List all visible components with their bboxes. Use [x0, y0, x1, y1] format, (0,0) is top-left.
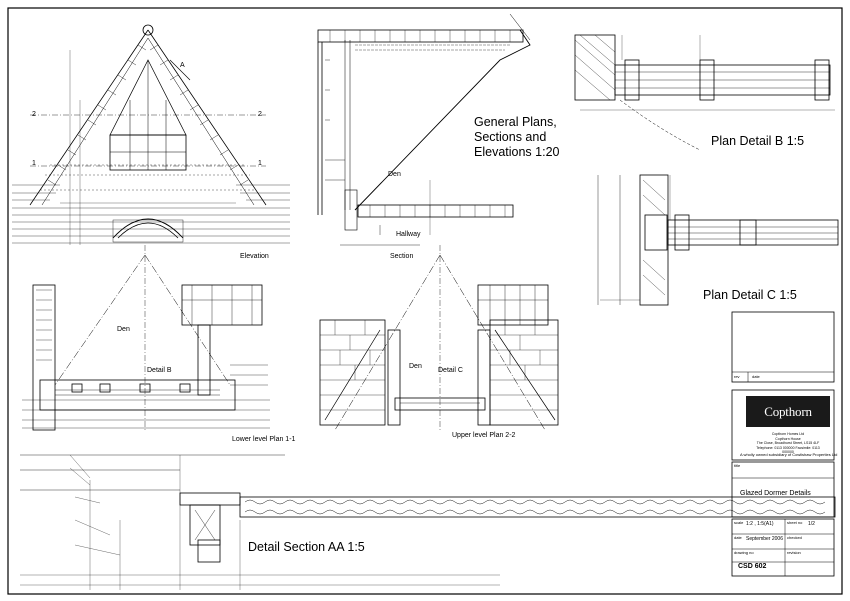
- address-line-4: Telephone: 0113 000000 Facsimile: 0113 0…: [756, 445, 820, 455]
- drawing-number: CSD 602: [738, 563, 767, 570]
- plan-detail-c-drawing: [597, 174, 839, 306]
- company-address: Copthorn Homes Ltd Copthorn House The Cl…: [755, 432, 821, 455]
- tb-date-label: date: [734, 535, 742, 540]
- tb-revision-label: revision: [787, 550, 801, 555]
- room-den-section: Den: [388, 171, 401, 178]
- room-hallway: Hallway: [396, 231, 421, 238]
- label-detail-section: Detail Section AA 1:5: [248, 540, 365, 554]
- tb-title-label: title: [734, 463, 741, 468]
- sheet-border: [7, 7, 843, 595]
- label-plan-detail-c: Plan Detail C 1:5: [703, 288, 797, 302]
- label-section: Section: [390, 253, 414, 260]
- tb-date-box-label: date: [752, 374, 760, 379]
- address-line-1: Copthorn Homes Ltd: [771, 432, 805, 436]
- marker-section-a: A: [180, 62, 185, 69]
- tb-scale-value: 1:2 , 1:5(A1): [746, 521, 774, 527]
- tb-scale-label: scale: [734, 520, 744, 525]
- room-den-lower: Den: [117, 326, 130, 333]
- heading-line-2: Sections and: [474, 130, 547, 144]
- plan-detail-b-drawing: [574, 34, 835, 151]
- elevation-drawing: [12, 24, 290, 245]
- room-den-upper: Den: [409, 363, 422, 370]
- tb-rev-label: rev: [734, 374, 740, 379]
- label-elevation: Elevation: [240, 253, 269, 260]
- heading-line-1: General Plans,: [474, 115, 557, 129]
- tb-date-value: September 2006: [746, 536, 783, 542]
- marker-1-right: 1: [258, 160, 262, 167]
- marker-1-left: 1: [32, 160, 36, 167]
- upper-plan-drawing: [319, 245, 559, 431]
- marker-2-right: 2: [258, 111, 262, 118]
- label-plan-detail-b: Plan Detail B 1:5: [711, 134, 805, 148]
- subsidiary-note: A wholly owned subsidiary of Cowlishaw P…: [740, 452, 838, 457]
- section-drawing: [317, 13, 531, 246]
- drawing-title: Glazed Dormer Details: [740, 490, 811, 497]
- address-line-3: The Close, Broadhurst Street, LS15 4LF: [756, 441, 820, 445]
- lower-plan-drawing: [22, 245, 270, 431]
- label-upper-plan: Upper level Plan 2-2: [452, 432, 516, 439]
- tb-sheet-label: sheet no: [787, 520, 803, 525]
- marker-2-left: 2: [32, 111, 36, 118]
- title-block-frame: [731, 311, 835, 577]
- tb-sheet-value: 1/2: [808, 521, 815, 527]
- detail-section-drawing: [20, 454, 836, 590]
- address-line-2: Copthorn House: [775, 436, 801, 441]
- tb-drawing-no-label: drawing no: [734, 550, 754, 555]
- heading-line-3: Elevations 1:20: [474, 145, 560, 159]
- tb-checked-label: checked: [787, 535, 802, 540]
- label-detail-b: Detail B: [147, 367, 172, 374]
- label-detail-c: Detail C: [438, 367, 463, 374]
- company-logo: Copthorn Homes: [746, 396, 830, 450]
- label-lower-plan: Lower level Plan 1-1: [232, 436, 296, 443]
